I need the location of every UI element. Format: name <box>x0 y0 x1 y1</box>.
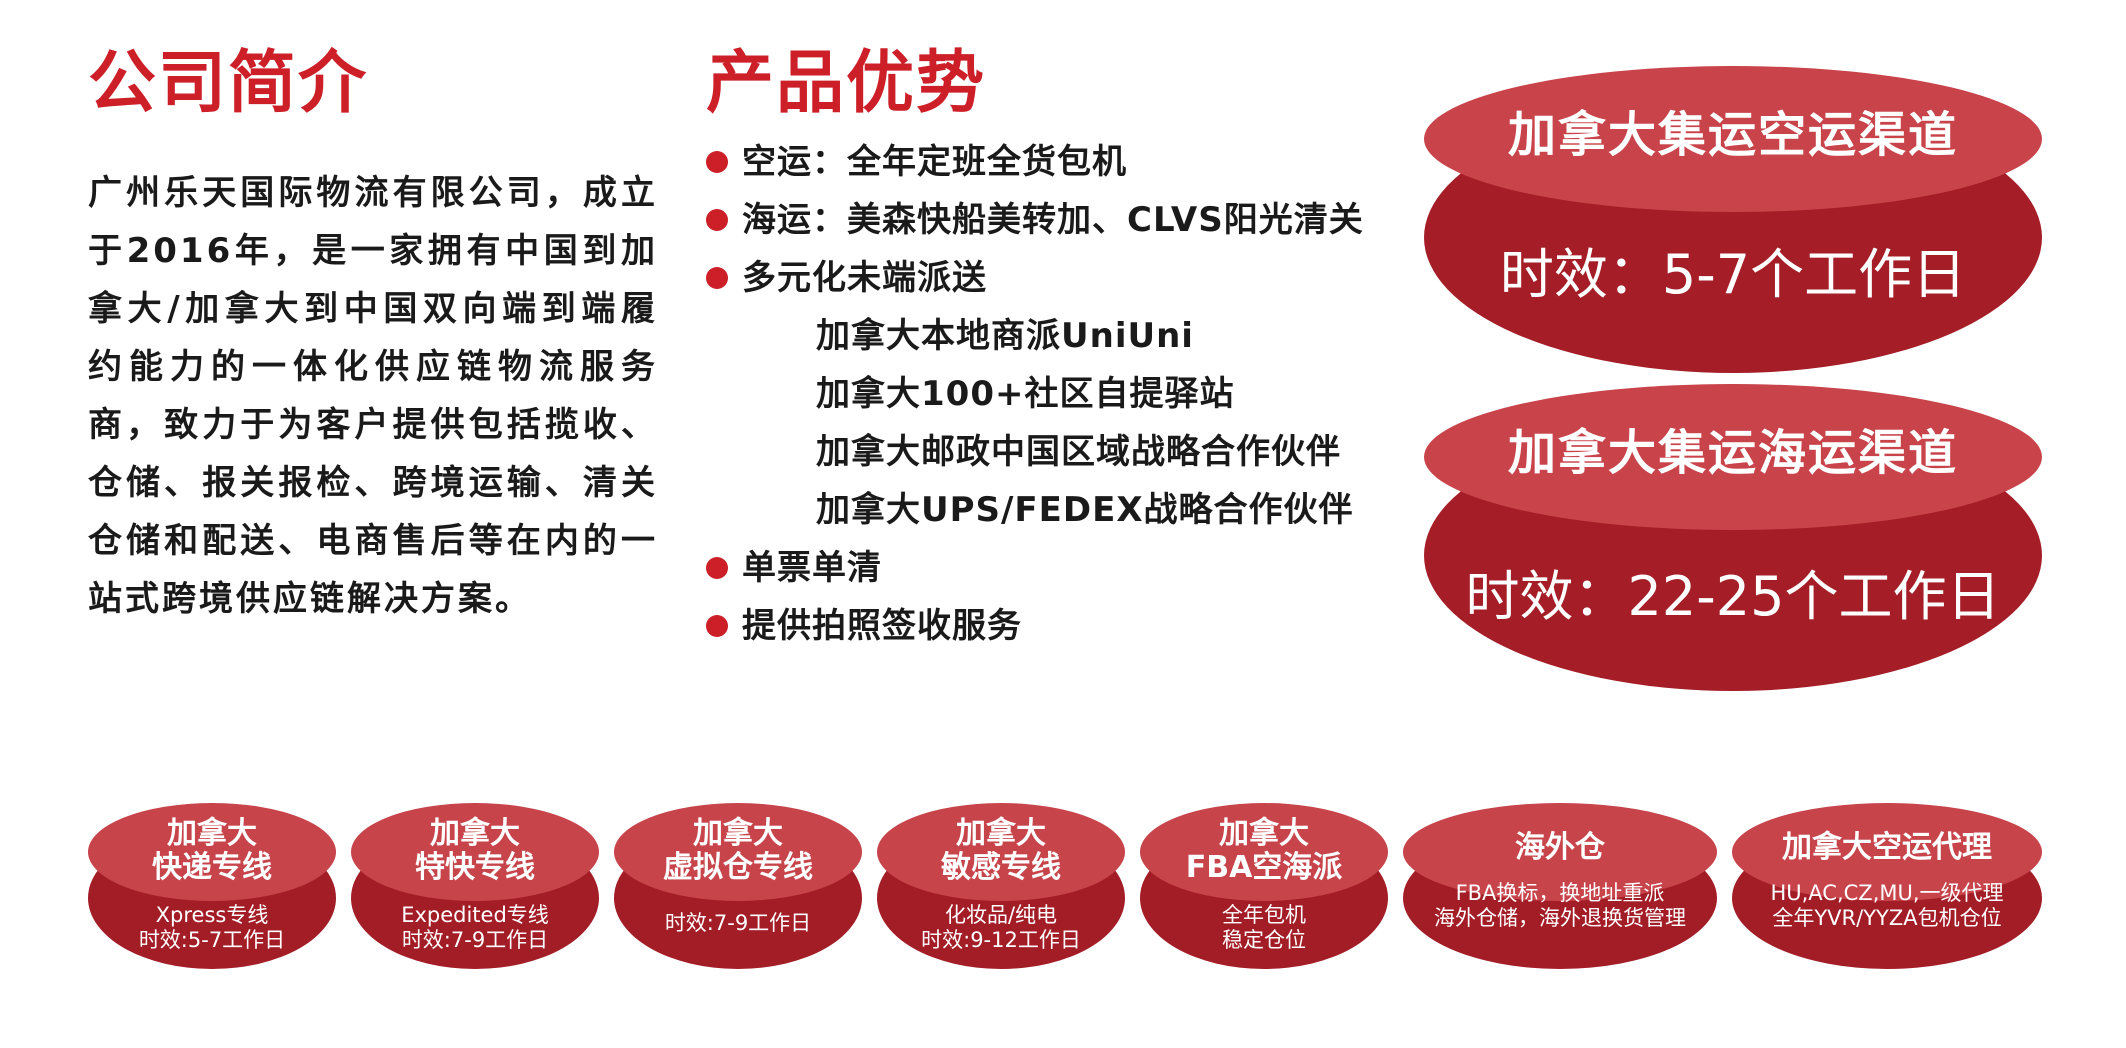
advantage-item: 单票单清 <box>706 539 1364 597</box>
cylinder-top <box>614 803 862 901</box>
cylinder-top <box>1403 803 1717 901</box>
company-intro-text: 广州乐天国际物流有限公司，成立于2016年，是一家拥有中国到加拿大/加拿大到中国… <box>88 173 658 619</box>
air-channel-time: 时效：5-7个工作日 <box>1499 243 1967 306</box>
product-advantages-heading: 产品优势 <box>706 44 987 123</box>
cylinder-top <box>1140 803 1388 901</box>
advantage-subitem: 加拿大UPS/FEDEX战略合作伙伴 <box>816 490 1354 530</box>
service-desc: Xpress专线时效:5-7工作日 <box>138 903 286 952</box>
cylinder-top <box>1732 803 2042 901</box>
sea-channel-cylinder: 加拿大集运海运渠道 时效：22-25个工作日 <box>1424 384 2042 691</box>
advantage-item: 海运：美森快船美转加、CLVS阳光清关 <box>706 191 1364 249</box>
service-overseas-warehouse-cylinder: 海外仓 FBA换标，换地址重派海外仓储，海外退换货管理 <box>1403 803 1717 969</box>
service-desc: Expedited专线时效:7-9工作日 <box>401 903 549 952</box>
advantage-subitem: 加拿大本地商派UniUni <box>816 316 1194 356</box>
advantage-item: 空运：全年定班全货包机 <box>706 133 1364 191</box>
cylinder-top <box>351 803 599 901</box>
service-title: 加拿大特快专线 <box>415 816 535 885</box>
cylinder-top <box>1424 384 2042 530</box>
cylinder-top <box>88 803 336 901</box>
company-intro-heading: 公司简介 <box>88 44 369 123</box>
air-channel-cylinder: 加拿大集运空运渠道 时效：5-7个工作日 <box>1424 66 2042 373</box>
service-virtual-warehouse-cylinder: 加拿大虚拟仓专线 时效:7-9工作日 <box>614 803 862 969</box>
service-desc: 化妆品/纯电时效:9-12工作日 <box>921 903 1081 952</box>
service-title: 加拿大敏感专线 <box>941 816 1061 885</box>
service-desc: 全年包机稳定仓位 <box>1222 903 1306 952</box>
sea-channel-title: 加拿大集运海运渠道 <box>1507 425 1958 481</box>
cylinder-top <box>877 803 1125 901</box>
advantage-item: 多元化未端派送 <box>706 249 1364 307</box>
air-channel-title: 加拿大集运空运渠道 <box>1507 107 1958 163</box>
service-title: 加拿大快递专线 <box>152 816 272 885</box>
service-expedited-cylinder: 加拿大特快专线 Expedited专线时效:7-9工作日 <box>351 803 599 969</box>
advantage-subitem: 加拿大100+社区自提驿站 <box>816 374 1235 414</box>
service-air-agency-cylinder: 加拿大空运代理 HU,AC,CZ,MU,一级代理全年YVR/YYZA包机仓位 <box>1732 803 2042 969</box>
advantages-list: 空运：全年定班全货包机 海运：美森快船美转加、CLVS阳光清关 多元化未端派送 … <box>706 133 1364 655</box>
cylinder-top <box>1424 66 2042 212</box>
advantage-item: 提供拍照签收服务 <box>706 597 1364 655</box>
service-title: 加拿大空运代理 <box>1782 830 1992 865</box>
service-sensitive-cylinder: 加拿大敏感专线 化妆品/纯电时效:9-12工作日 <box>877 803 1125 969</box>
service-desc: HU,AC,CZ,MU,一级代理全年YVR/YYZA包机仓位 <box>1770 881 2004 930</box>
service-title: 加拿大虚拟仓专线 <box>663 816 813 885</box>
sea-channel-time: 时效：22-25个工作日 <box>1465 565 2001 628</box>
service-title: 海外仓 <box>1515 830 1605 865</box>
service-desc: FBA换标，换地址重派海外仓储，海外退换货管理 <box>1434 881 1686 930</box>
service-express-cylinder: 加拿大快递专线 Xpress专线时效:5-7工作日 <box>88 803 336 969</box>
advantage-subitem: 加拿大邮政中国区域战略合作伙伴 <box>816 432 1341 472</box>
service-desc: 时效:7-9工作日 <box>664 911 812 935</box>
